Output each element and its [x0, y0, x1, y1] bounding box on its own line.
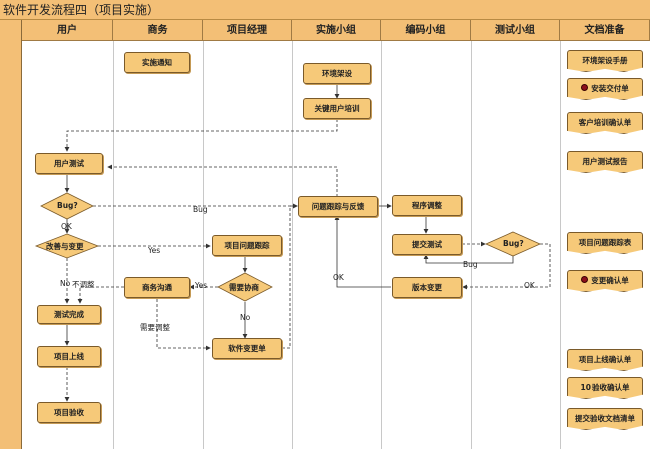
process-business-negotiation: 商务沟通	[124, 277, 190, 298]
process-user-test: 用户测试	[35, 153, 103, 174]
lane-header-testing: 测试小组	[471, 20, 560, 41]
lane-divider	[471, 41, 472, 449]
edge-label-ok-impl: OK	[333, 273, 344, 282]
process-acceptance: 项目验收	[37, 402, 101, 423]
doc-change-confirm: 变更确认单	[567, 270, 643, 292]
edge-label-bug: Bug	[193, 205, 208, 214]
doc-acceptance-doc-list-label: 提交验收文档清单	[575, 413, 635, 423]
lane-header-pm: 项目经理	[203, 20, 292, 41]
edge	[334, 215, 391, 288]
record-marker-icon	[581, 83, 589, 91]
process-submit-test: 提交测试	[392, 234, 462, 255]
doc-acceptance-confirm: 10验收确认单	[567, 377, 643, 399]
decision-bug-test	[485, 231, 541, 257]
process-change-order: 软件变更单	[212, 338, 282, 359]
process-key-user-training: 关键用户培训	[303, 98, 371, 119]
decision-bug-user	[40, 192, 94, 220]
edge	[107, 164, 338, 197]
doc-golive-confirm-label: 项目上线确认单	[578, 354, 632, 364]
edge-label-need-adjust: 需要调整	[140, 323, 170, 332]
decision-need-negotiate-label: 需要协商	[229, 283, 259, 292]
decision-need-negotiate	[217, 272, 273, 302]
edge-label-no-left: No	[60, 279, 71, 288]
process-go-live: 项目上线	[37, 346, 101, 367]
edge-label-ok-test: OK	[524, 281, 535, 290]
lane-header-impl: 实施小组	[292, 20, 381, 41]
edge	[156, 299, 211, 351]
doc-env-manual-label: 环境架设手册	[582, 55, 628, 65]
doc-change-confirm-label: 变更确认单	[591, 275, 629, 285]
lane-divider	[203, 41, 204, 449]
record-marker-icon	[581, 275, 589, 283]
edge	[64, 119, 338, 152]
edge	[423, 254, 514, 264]
doc-issue-track-table-label: 项目问题跟踪表	[578, 237, 632, 247]
lane-header-coding: 编码小组	[381, 20, 471, 41]
doc-user-test-report: 用户测试报告	[567, 151, 643, 173]
doc-user-test-report-label: 用户测试报告	[582, 156, 628, 166]
decision-bug-test-label: Bug?	[503, 239, 524, 248]
doc-acceptance-doc-list: 提交验收文档清单	[567, 408, 643, 430]
process-issue-feedback: 问题跟踪与反馈	[298, 196, 378, 217]
lane-divider	[113, 41, 114, 449]
edge-label-not-adjust: 不调整	[72, 280, 95, 289]
edge-label-yes-right: Yes	[195, 281, 208, 290]
doc-training-confirm-label: 客户培训确认单	[578, 117, 632, 127]
edge-label-ok-user: OK	[61, 222, 72, 231]
page-title: 软件开发流程四（项目实施）	[0, 0, 650, 20]
lane-header-user: 用户	[22, 20, 113, 41]
lane-divider	[292, 41, 293, 449]
doc-training-confirm: 客户培训确认单	[567, 112, 643, 134]
doc-issue-track-table: 项目问题跟踪表	[567, 232, 643, 254]
edge-label-no-pm: No	[240, 313, 251, 322]
doc-env-manual: 环境架设手册	[567, 50, 643, 72]
sidebar	[0, 20, 22, 449]
process-program-adjust: 程序调整	[392, 195, 462, 216]
decision-improve-change-label: 改善与变更	[46, 242, 84, 251]
edge-label-bug-test: Bug	[463, 260, 478, 269]
lane-divider	[381, 41, 382, 449]
edge-label-yes-left: Yes	[148, 246, 161, 255]
lane-divider	[560, 41, 561, 449]
doc-marker-number: 10	[580, 382, 591, 392]
doc-acceptance-confirm-label: 验收确认单	[591, 382, 630, 392]
doc-install-delivery-label: 安装交付单	[591, 83, 629, 93]
decision-bug-user-label: Bug?	[57, 201, 78, 210]
process-version-change: 版本变更	[392, 277, 462, 298]
doc-install-delivery: 安装交付单	[567, 78, 643, 100]
process-impl-notice: 实施通知	[124, 52, 190, 73]
process-issue-track-pm: 项目问题跟踪	[212, 235, 282, 256]
decision-improve-change	[34, 233, 100, 259]
edge	[282, 203, 298, 349]
process-env-setup: 环境架设	[303, 63, 371, 84]
process-test-done: 测试完成	[37, 305, 101, 324]
doc-golive-confirm: 项目上线确认单	[567, 349, 643, 371]
lane-header-business: 商务	[113, 20, 203, 41]
